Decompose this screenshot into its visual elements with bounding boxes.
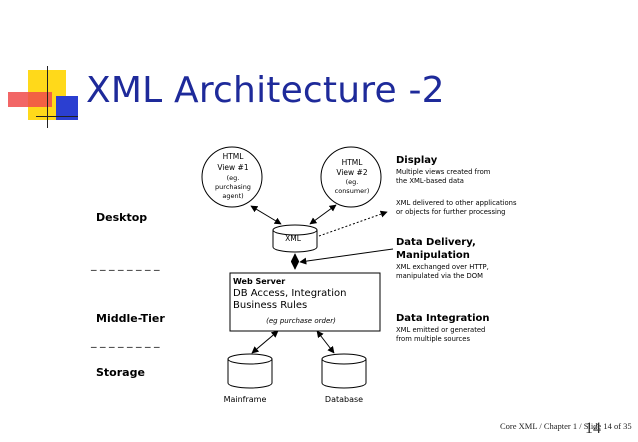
view2-line: HTML xyxy=(342,158,364,167)
view2-line: (eg. xyxy=(346,178,359,186)
slide-number: 14 xyxy=(585,420,601,437)
arrow-delivery-webserver xyxy=(299,248,394,265)
tier-label-desktop: Desktop xyxy=(96,211,147,224)
arrow-view1-xml xyxy=(250,205,282,225)
display-line: XML delivered to other applications xyxy=(396,199,517,207)
display-line: or objects for further processing xyxy=(396,208,506,216)
tier-separator-1: _ _ _ _ _ _ _ _ xyxy=(90,258,160,271)
slide-footer: Core XML / Chapter 1 / Slide 14 of 35 xyxy=(500,421,632,431)
delivery-line: XML exchanged over HTTP, xyxy=(396,263,489,271)
arrow-webserver-database xyxy=(316,330,335,354)
arrow-webserver-mainframe xyxy=(251,330,279,354)
view1-line: HTML xyxy=(223,152,245,161)
integration-line: XML emitted or generated xyxy=(396,326,485,334)
mainframe-cylinder: Mainframe xyxy=(224,353,273,404)
html-view-2: HTML View #2 (eg. consumer) xyxy=(320,146,382,208)
arrow-view2-xml xyxy=(309,204,337,225)
display-annotation: Display Multiple views created from the … xyxy=(396,155,517,216)
view1-line: agent) xyxy=(222,192,243,200)
display-heading: Display xyxy=(396,155,438,166)
view1-line: purchasing xyxy=(215,183,251,191)
view2-line: View #2 xyxy=(336,168,367,177)
blue-accent-square xyxy=(56,96,78,120)
delivery-annotation: Data Delivery, Manipulation XML exchange… xyxy=(396,237,489,280)
view1-line: View #1 xyxy=(217,163,248,172)
xml-store-cylinder: XML xyxy=(272,224,318,253)
view2-line: consumer) xyxy=(335,187,370,195)
display-line: Multiple views created from xyxy=(396,168,491,176)
web-server-note: (eg purchase order) xyxy=(266,317,336,325)
delivery-heading: Manipulation xyxy=(396,250,470,261)
tier-label-middle: Middle-Tier xyxy=(96,312,165,325)
web-server-line1: DB Access, Integration xyxy=(233,288,346,299)
view1-line: (eg. xyxy=(227,174,240,182)
red-accent-bar xyxy=(8,92,52,107)
accent-horizontal-line xyxy=(36,116,78,117)
delivery-heading: Data Delivery, xyxy=(396,237,476,248)
tier-label-storage: Storage xyxy=(96,366,145,379)
mainframe-label: Mainframe xyxy=(224,395,267,404)
integration-annotation: Data Integration XML emitted or generate… xyxy=(396,313,490,343)
database-cylinder: Database xyxy=(321,353,367,404)
web-server-heading: Web Server xyxy=(233,277,285,286)
xml-store-label: XML xyxy=(285,234,302,243)
display-line: the XML-based data xyxy=(396,177,464,185)
tier-separator-2: _ _ _ _ _ _ _ _ xyxy=(90,335,160,348)
accent-vertical-line xyxy=(47,66,48,128)
delivery-line: manipulated via the DOM xyxy=(396,272,483,280)
html-view-1: HTML View #1 (eg. purchasing agent) xyxy=(201,146,263,208)
web-server-line2: Business Rules xyxy=(233,300,307,311)
database-label: Database xyxy=(325,395,363,404)
integration-heading: Data Integration xyxy=(396,313,490,324)
slide-title: XML Architecture -2 xyxy=(86,70,445,111)
arrow-xml-external xyxy=(318,210,388,237)
web-server-box: Web Server DB Access, Integration Busine… xyxy=(229,272,381,332)
integration-line: from multiple sources xyxy=(396,335,470,343)
